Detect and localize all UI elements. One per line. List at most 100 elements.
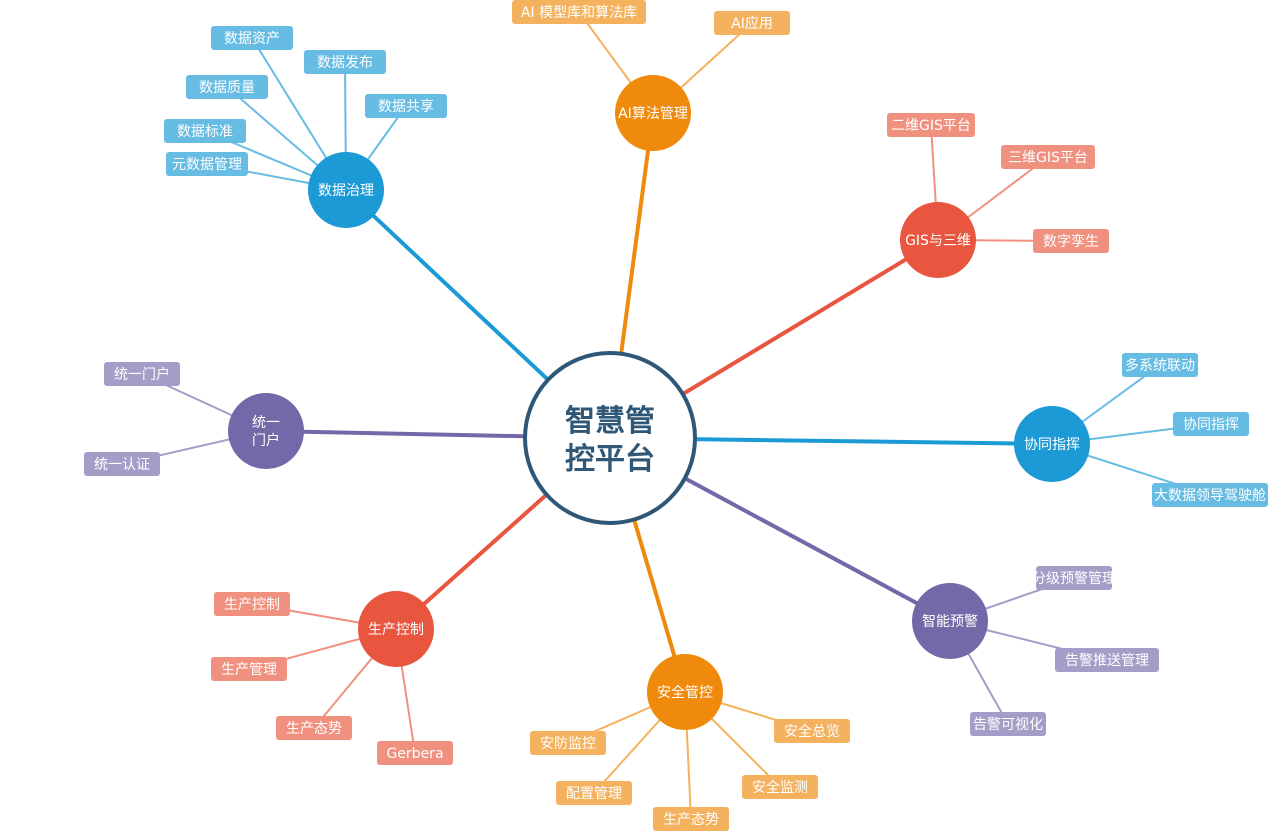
leaf-box — [1001, 145, 1095, 169]
branch-circle — [308, 152, 384, 228]
leaf-label: 生产态势 — [286, 721, 342, 737]
branch-label: 智能预警 — [922, 614, 978, 630]
leaf-label: Gerbera — [386, 746, 443, 762]
branch-circle — [358, 591, 434, 667]
branch-node[interactable]: 生产控制 — [358, 591, 434, 667]
leaf-node[interactable]: AI 模型库和算法库 — [512, 0, 646, 24]
leaf-node[interactable]: 三维GIS平台 — [1001, 145, 1095, 169]
leaf-label: 生产态势 — [663, 812, 719, 828]
leaf-box — [1036, 566, 1112, 590]
branch-node[interactable]: 智能预警 — [912, 583, 988, 659]
leaf-box — [211, 657, 287, 681]
leaf-box — [530, 731, 606, 755]
leaf-box — [365, 94, 447, 118]
leaf-label: 生产控制 — [224, 597, 280, 613]
leaf-node[interactable]: 数字孪生 — [1033, 229, 1109, 253]
center-title-line2: 控平台 — [565, 442, 655, 477]
leaf-label: 数据发布 — [317, 55, 373, 71]
branch-node[interactable]: GIS与三维 — [900, 202, 976, 278]
center-node[interactable]: 智慧管 控平台 — [523, 351, 697, 525]
branch-circle — [1014, 406, 1090, 482]
branch-node[interactable]: 协同指挥 — [1014, 406, 1090, 482]
leaf-box — [304, 50, 386, 74]
leaf-box — [211, 26, 293, 50]
leaf-label: 数据标准 — [177, 124, 233, 140]
branch-circle — [228, 393, 304, 469]
branch-circle — [900, 202, 976, 278]
leaf-label: 告警可视化 — [973, 717, 1043, 733]
branch-label-line: 门户 — [252, 432, 280, 449]
leaf-label: 分级预警管理 — [1032, 571, 1116, 587]
leaf-node[interactable]: 二维GIS平台 — [887, 113, 975, 137]
leaf-label: 协同指挥 — [1183, 417, 1239, 433]
leaf-box — [276, 716, 352, 740]
leaf-node[interactable]: 生产管理 — [211, 657, 287, 681]
branch-node[interactable]: AI算法管理 — [615, 75, 691, 151]
leaf-label: 安防监控 — [540, 736, 596, 752]
leaf-box — [742, 775, 818, 799]
leaf-label: AI 模型库和算法库 — [521, 5, 637, 21]
leaf-node[interactable]: 生产态势 — [276, 716, 352, 740]
branch-node[interactable]: 统一门户 — [228, 393, 304, 469]
leaf-node[interactable]: 告警可视化 — [970, 712, 1046, 736]
branch-label-line: 统一 — [252, 415, 280, 431]
leaf-label: 数据资产 — [224, 31, 280, 47]
leaf-box — [84, 452, 160, 476]
leaf-node[interactable]: 配置管理 — [556, 781, 632, 805]
leaf-node[interactable]: 安全总览 — [774, 719, 850, 743]
leaf-label: 数据共享 — [378, 98, 434, 115]
leaf-node[interactable]: 生产控制 — [214, 592, 290, 616]
branch-label: 生产控制 — [368, 622, 424, 638]
leaf-label: 数据质量 — [199, 80, 255, 96]
leaf-label: 配置管理 — [566, 786, 622, 802]
branch-label: 安全管控 — [657, 684, 713, 701]
leaf-box — [104, 362, 180, 386]
leaf-node[interactable]: 告警推送管理 — [1055, 648, 1159, 672]
leaf-box — [1152, 483, 1268, 507]
leaf-node[interactable]: 数据标准 — [164, 119, 246, 143]
leaf-node[interactable]: 数据共享 — [365, 94, 447, 118]
leaf-node[interactable]: Gerbera — [377, 741, 453, 765]
leaf-node[interactable]: 统一门户 — [104, 362, 180, 386]
leaf-box — [1122, 353, 1198, 377]
leaf-box — [512, 0, 646, 24]
leaf-node[interactable]: 大数据领导驾驶舱 — [1152, 483, 1268, 507]
leaf-box — [1033, 229, 1109, 253]
leaf-box — [164, 119, 246, 143]
leaf-label: 安全总览 — [784, 723, 840, 740]
branch-label: 数据治理 — [318, 183, 374, 199]
branch-node[interactable]: 安全管控 — [647, 654, 723, 730]
leaf-node[interactable]: 数据资产 — [211, 26, 293, 50]
leaf-node[interactable]: 数据发布 — [304, 50, 386, 74]
branch-circle — [647, 654, 723, 730]
center-title-line1: 智慧管 — [565, 404, 655, 439]
leaf-node[interactable]: 生产态势 — [653, 807, 729, 831]
leaf-node[interactable]: 统一认证 — [84, 452, 160, 476]
leaf-node[interactable]: AI应用 — [714, 11, 790, 35]
leaf-label: 二维GIS平台 — [891, 118, 971, 134]
leaf-node[interactable]: 协同指挥 — [1173, 412, 1249, 436]
leaf-label: AI应用 — [731, 15, 773, 32]
leaf-label: 统一认证 — [94, 457, 150, 473]
leaf-box — [377, 741, 453, 765]
leaf-node[interactable]: 分级预警管理 — [1032, 566, 1116, 590]
leaf-box — [774, 719, 850, 743]
branch-node[interactable]: 数据治理 — [308, 152, 384, 228]
leaf-box — [556, 781, 632, 805]
leaf-box — [970, 712, 1046, 736]
branch-circle — [912, 583, 988, 659]
leaf-node[interactable]: 安全监测 — [742, 775, 818, 799]
leaf-box — [214, 592, 290, 616]
leaf-box — [166, 152, 248, 176]
leaf-label: 安全监测 — [752, 779, 808, 796]
leaf-node[interactable]: 多系统联动 — [1122, 353, 1198, 377]
leaf-box — [653, 807, 729, 831]
leaf-label: 大数据领导驾驶舱 — [1154, 488, 1266, 504]
leaf-label: 告警推送管理 — [1065, 653, 1149, 669]
branch-label: GIS与三维 — [905, 233, 971, 249]
leaf-node[interactable]: 安防监控 — [530, 731, 606, 755]
leaf-node[interactable]: 元数据管理 — [166, 152, 248, 176]
leaf-node[interactable]: 数据质量 — [186, 75, 268, 99]
leaf-label: 元数据管理 — [172, 157, 242, 173]
